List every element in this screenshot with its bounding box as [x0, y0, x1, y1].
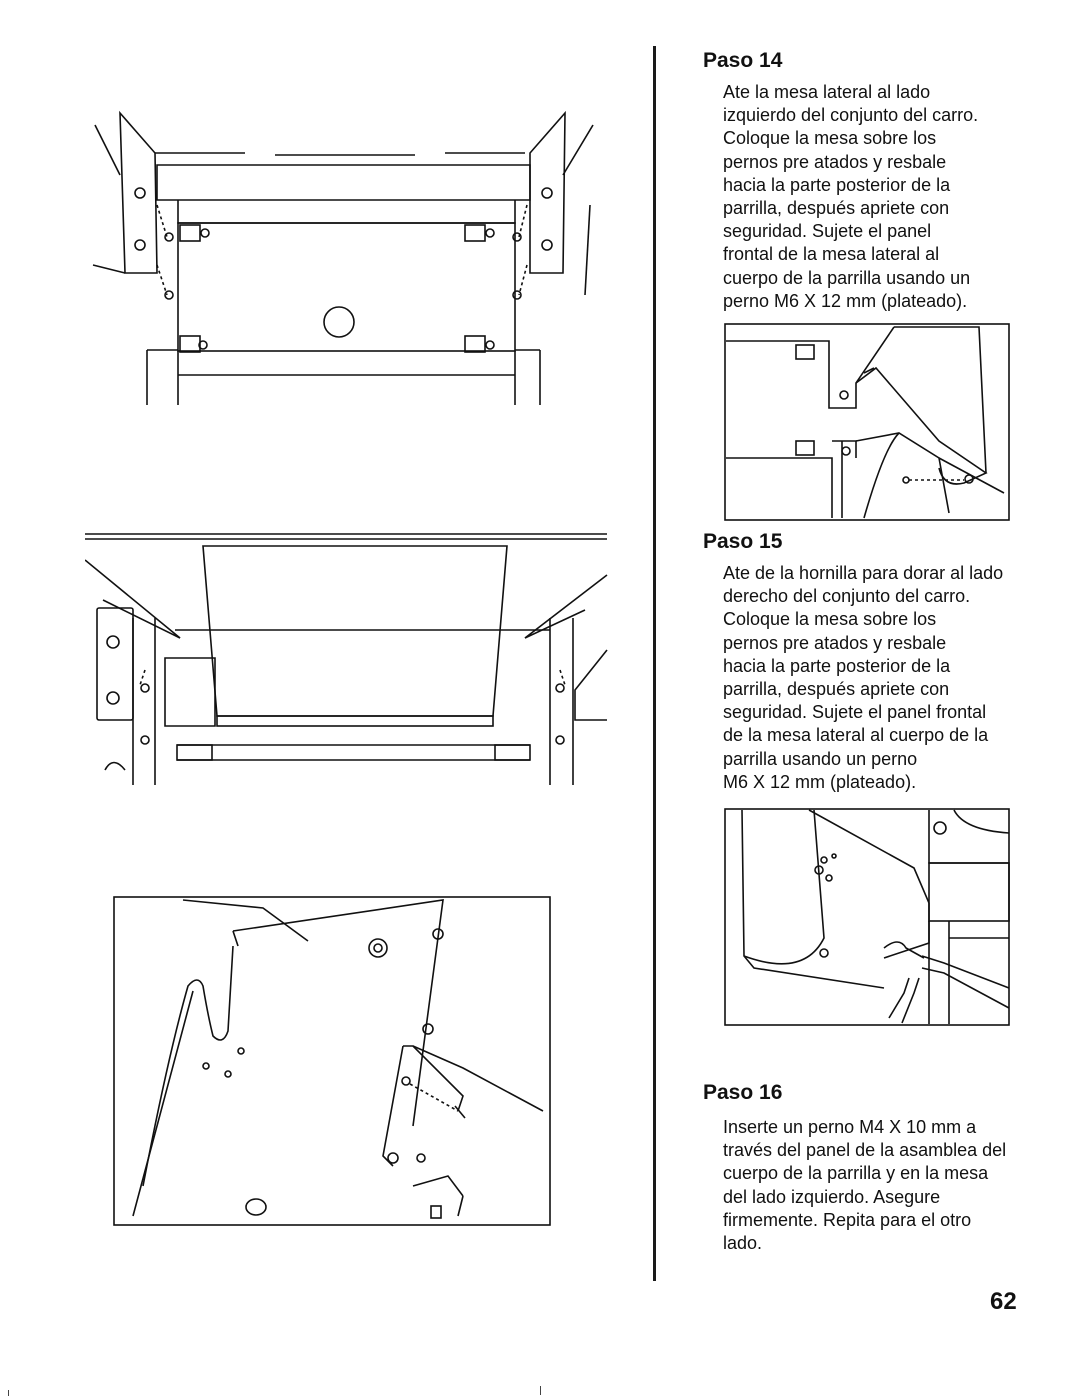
instruction-line: seguridad. Sujete el panel — [723, 221, 932, 242]
instruction-line: Inserte un perno M4 X 10 mm a — [723, 1117, 977, 1137]
instruction-line: frontal de la mesa lateral al — [723, 244, 940, 265]
step-title: Paso 14 — [703, 49, 783, 72]
instruction-line: Ate de la hornilla para dorar al lado — [723, 563, 1004, 583]
step-16-instructions: Inserte un perno M4 X 10 mm a través del… — [723, 1116, 1053, 1255]
step15-cart-illustration — [85, 530, 610, 795]
instruction-line: del lado izquierdo. Asegure — [723, 1186, 941, 1207]
instruction-line: Coloque la mesa sobre los — [723, 609, 937, 630]
step15-detail-illustration — [724, 808, 1010, 1026]
instruction-line: derecho del conjunto del carro. — [723, 586, 971, 607]
step14-cart-illustration — [85, 105, 605, 415]
instruction-line: lado. — [723, 1233, 763, 1254]
instruction-line: cuerpo de la parrilla usando un — [723, 267, 971, 288]
instruction-line: parrilla usando un perno — [723, 748, 918, 769]
crop-mark — [540, 1386, 541, 1395]
instruction-line: pernos pre atados y resbale — [723, 632, 947, 653]
instruction-line: M6 X 12 mm (plateado). — [723, 771, 917, 792]
page-number: 62 — [990, 1288, 1017, 1315]
step-title: Paso 16 — [703, 1081, 783, 1104]
step-14-instructions: Ate la mesa lateral al lado izquierdo de… — [723, 81, 1053, 313]
step-16-heading: Paso 16 — [703, 1081, 782, 1105]
step-title: Paso 15 — [703, 530, 783, 553]
instruction-line: hacia la parte posterior de la — [723, 174, 951, 195]
step14-detail-illustration — [724, 323, 1010, 521]
step16-detail-illustration — [113, 896, 551, 1226]
instruction-line: de la mesa lateral al cuerpo de la — [723, 725, 989, 746]
step-15-heading: Paso 15 — [703, 530, 782, 554]
instruction-line: perno M6 X 12 mm (plateado). — [723, 290, 968, 311]
instruction-line: Coloque la mesa sobre los — [723, 128, 937, 149]
instruction-line: firmemente. Repita para el otro — [723, 1209, 972, 1230]
instruction-line: parrilla, después apriete con — [723, 198, 950, 219]
instruction-line: pernos pre atados y resbale — [723, 151, 947, 172]
instruction-line: izquierdo del conjunto del carro. — [723, 105, 979, 126]
step-15-instructions: Ate de la hornilla para dorar al lado de… — [723, 562, 1053, 794]
column-divider — [653, 46, 656, 1281]
instruction-line: Ate la mesa lateral al lado — [723, 82, 931, 102]
instruction-line: parrilla, después apriete con — [723, 679, 950, 700]
instruction-line: cuerpo de la parrilla y en la mesa — [723, 1163, 989, 1184]
crop-mark — [8, 1390, 9, 1396]
instruction-line: seguridad. Sujete el panel frontal — [723, 702, 987, 723]
instruction-line: hacia la parte posterior de la — [723, 655, 951, 676]
instruction-line: través del panel de la asamblea del — [723, 1140, 1007, 1161]
step-14-heading: Paso 14 — [703, 49, 782, 73]
